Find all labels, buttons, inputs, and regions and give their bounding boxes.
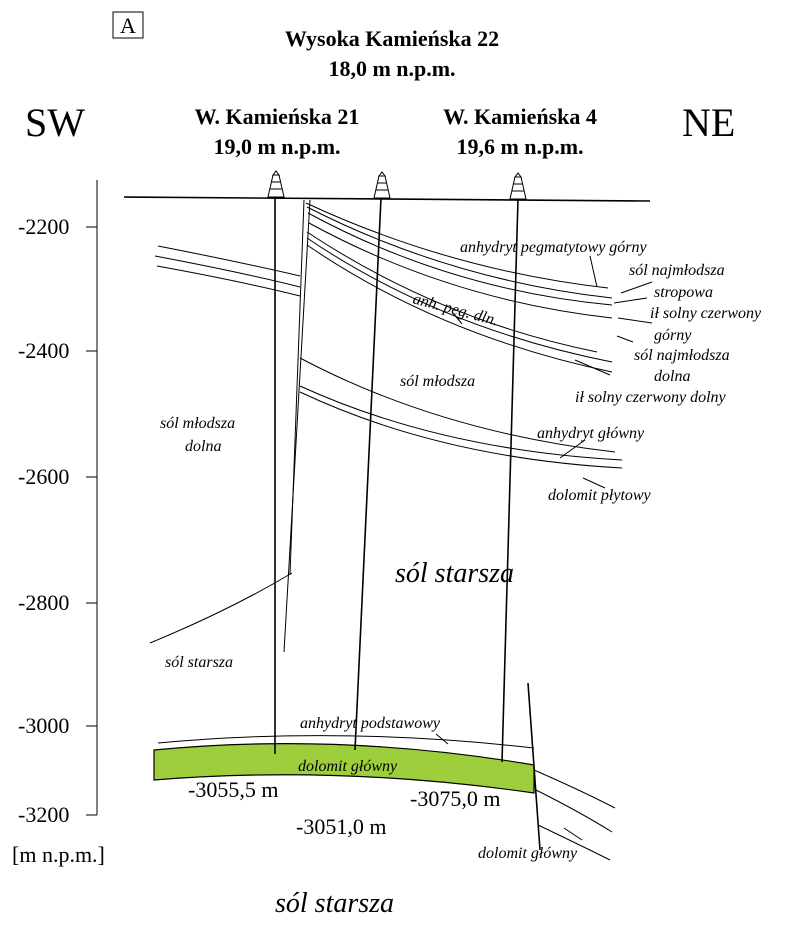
layer-line-left (157, 245, 301, 277)
title-well-elevation: 18,0 m n.p.m. (328, 56, 455, 81)
ground-surface-line (123, 196, 651, 202)
panel-letter-box (112, 11, 144, 39)
label-sol-mlodsza-dolna-2: dolna (185, 438, 221, 455)
layer-line-right (537, 824, 611, 861)
main-fault-line (283, 199, 311, 653)
label-anhydryt-podstawowy: anhydryt podstawowy (300, 715, 441, 732)
label-il-solny-czerwony: ił solny czerwony (650, 305, 762, 322)
layer-line (308, 222, 613, 319)
leader-lines (435, 255, 653, 841)
tick-label: -2600 (18, 464, 69, 489)
label-sol-mlodsza-dolna-1: sól młodsza (160, 415, 235, 432)
fault-line-right (527, 682, 541, 851)
depth-label-well-22: -3051,0 m (296, 814, 386, 839)
label-sol-najmlodsza-2: sól najmłodsza (634, 347, 730, 364)
depth-label-well-4: -3075,0 m (410, 786, 500, 811)
well-21-name: W. Kamieńska 21 (195, 104, 360, 129)
sol-mlodsza-bottom-line (299, 357, 616, 453)
main-fault-line-2 (289, 199, 305, 576)
label-sol-starsza-left: sól starsza (165, 654, 233, 671)
drilling-rig-icon (267, 170, 285, 198)
drilling-rig-icon (509, 172, 527, 200)
label-gorny: górny (654, 327, 692, 344)
label-dolomit-plytowy: dolomit płytowy (548, 487, 652, 504)
panel-letter: A (120, 13, 136, 38)
tick-label: -3200 (18, 802, 69, 827)
anhydryt-podstawowy-top-line (157, 735, 535, 749)
anh-peg-dln-line (306, 231, 598, 353)
layer-line-left (156, 265, 301, 297)
layer-line (307, 212, 613, 306)
dolomit-glowny-layer (153, 743, 535, 794)
tick-label: -2800 (18, 590, 69, 615)
axis-unit: [m n.p.m.] (12, 842, 105, 867)
label-dolomit-glowny: dolomit główny (298, 758, 398, 775)
depth-label-well-21: -3055,5 m (188, 777, 278, 802)
well-21-elevation: 19,0 m n.p.m. (213, 134, 340, 159)
layer-line (306, 237, 613, 363)
well-4-borehole (501, 198, 519, 763)
well-4-elevation: 19,6 m n.p.m. (456, 134, 583, 159)
label-stropowa: stropowa (654, 284, 713, 301)
layer-line (306, 206, 613, 299)
label-anhydryt-pegmatytowy-gorny: anhydryt pegmatytowy górny (460, 239, 648, 256)
label-anhydryt-glowny: anhydryt główny (537, 425, 645, 442)
label-sol-starsza-bottom: sól starsza (275, 888, 394, 919)
title-well-name: Wysoka Kamieńska 22 (285, 26, 499, 51)
tick-label: -2200 (18, 214, 69, 239)
label-sol-starsza-center: sól starsza (395, 558, 514, 589)
label-sol-mlodsza: sól młodsza (400, 373, 475, 390)
anhydryt-pegmatytowy-line (305, 202, 609, 289)
anhydryt-glowny-line (299, 385, 623, 461)
dolomit-plytowy-line (299, 391, 623, 469)
layer-line-left (154, 255, 301, 288)
label-dolna: dolna (654, 368, 690, 385)
label-il-solny-czerwony-dolny: ił solny czerwony dolny (575, 389, 727, 406)
layer-line-right (533, 769, 616, 809)
label-dolomit-glowny-right: dolomit główny (478, 845, 578, 862)
layer-line (306, 244, 613, 373)
well-4-name: W. Kamieńska 4 (443, 104, 597, 129)
drilling-rig-icon (373, 171, 391, 199)
well-22-borehole (354, 197, 382, 751)
layer-line-right (535, 789, 613, 833)
label-sol-najmlodsza: sól najmłodsza (629, 262, 725, 279)
label-anh-peg-dln: anh. peg. dln. (411, 290, 500, 329)
sol-starsza-boundary-left (149, 572, 293, 644)
tick-label: -3000 (18, 713, 69, 738)
direction-sw: SW (25, 100, 85, 145)
direction-ne: NE (682, 100, 735, 145)
tick-label: -2400 (18, 338, 69, 363)
depth-axis: -2200 -2400 -2600 -2800 -3000 -3200 [m n… (12, 180, 105, 867)
